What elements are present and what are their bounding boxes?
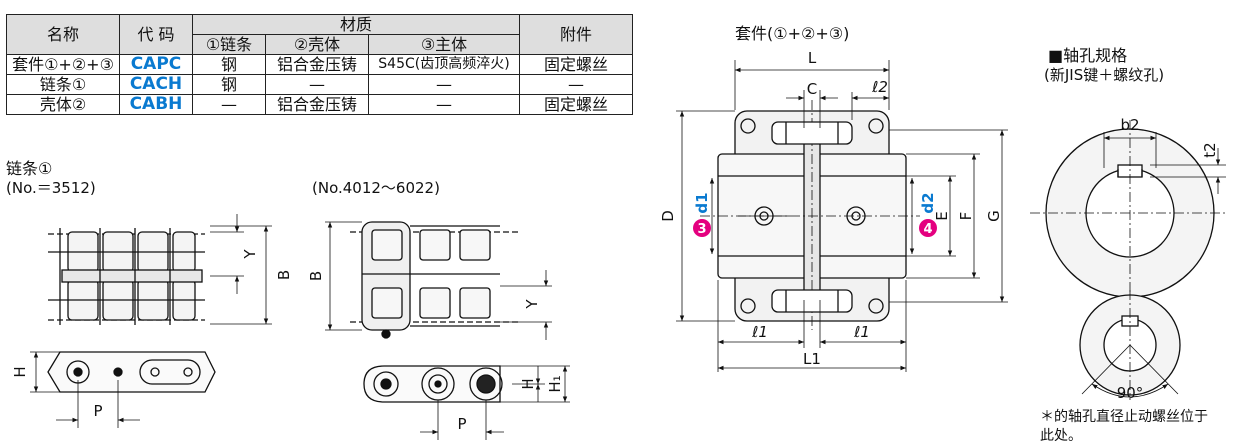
dim-bore-t2-label: t2	[1201, 142, 1219, 157]
mark-4-icon	[919, 219, 937, 237]
chain-sub-left: (No.＝3512)	[6, 179, 96, 197]
spec-table: 名称 代 码 材质 附件 ①链条 ②壳体 ③主体 套件①+②+③ CAPC 钢 …	[6, 14, 633, 115]
chain-sub-right: (No.4012～6022)	[312, 179, 440, 197]
dim-h1-label: H₁	[546, 375, 564, 392]
mark-4-label: 4	[923, 222, 932, 237]
dim-kit-l1a-label: ℓ1	[751, 323, 768, 341]
dim-kit-c-label: C	[807, 80, 817, 98]
kit-marks: 3 4	[693, 219, 937, 237]
dim-kit-d1-label: d1	[693, 192, 711, 213]
row-chain: 钢	[192, 54, 266, 75]
header-mat-chain: ①链条	[192, 34, 266, 55]
dim-b2-label: B	[307, 271, 325, 281]
dim-bore-angle-label: 90°	[1117, 384, 1144, 402]
mark-3-label: 3	[697, 222, 706, 237]
row-housing: 铝合金压铸	[265, 54, 369, 75]
row-code: CACH	[119, 74, 193, 95]
bore-subtitle: (新JIS键＋螺纹孔)	[1044, 66, 1165, 84]
row-name: 壳体②	[6, 94, 120, 115]
row-body: —	[368, 94, 520, 115]
row-accessory: 固定螺丝	[519, 94, 633, 115]
dim-p-label: P	[93, 402, 102, 420]
kit-title: 套件(①+②+③)	[735, 24, 850, 43]
dim-b-label: B	[275, 270, 293, 280]
header-accessory: 附件	[519, 14, 633, 55]
dim-kit-L1-label: L1	[803, 350, 821, 368]
row-chain: —	[192, 94, 266, 115]
header-name: 名称	[6, 14, 120, 55]
dim-kit-d2-label: d2	[919, 192, 937, 213]
row-name: 链条①	[6, 74, 120, 95]
header-mat-body: ③主体	[368, 34, 520, 55]
dim-h2-label: H	[519, 378, 537, 389]
row-housing: 铝合金压铸	[265, 94, 369, 115]
dim-kit-g-label: G	[985, 210, 1003, 222]
dim-kit-f-label: F	[957, 212, 975, 221]
chain-6022-top-view	[325, 221, 552, 340]
row-code: CABH	[119, 94, 193, 115]
mark-3-icon	[693, 219, 711, 237]
dim-p2-label: P	[457, 415, 466, 433]
table-header-row: 名称 代 码 材质 附件	[6, 14, 633, 55]
dim-bore-b2-label: b2	[1120, 116, 1139, 134]
dim-kit-e-label: E	[933, 211, 951, 220]
dim-y-label: Y	[241, 249, 259, 260]
bore-note-line2: 此处。	[1040, 428, 1082, 444]
chain-title: 链条①	[6, 159, 53, 178]
bore-title: ■轴孔规格	[1048, 46, 1128, 65]
dim-kit-l1b-label: ℓ1	[853, 323, 870, 341]
coupling-kit-view	[676, 60, 1008, 372]
row-code: CAPC	[119, 54, 193, 75]
dim-y2-label: Y	[523, 299, 541, 310]
chain-3512-top-view	[48, 214, 272, 325]
header-mat-housing: ②壳体	[265, 34, 369, 55]
dim-kit-d-label: D	[659, 210, 677, 222]
dim-kit-l-label: L	[808, 49, 817, 67]
dim-kit-l2-label: ℓ2	[871, 78, 888, 96]
header-code: 代 码	[119, 14, 193, 55]
bore-spec-view	[1030, 120, 1228, 400]
bore-note-line1: ＊的轴孔直径止动螺丝位于	[1040, 409, 1208, 425]
chain-6022-side-view	[363, 365, 570, 440]
dim-h-label: H	[11, 366, 29, 377]
chain-3512-side-view	[30, 351, 216, 428]
table-row: 壳体② CABH — 铝合金压铸 — 固定螺丝	[6, 94, 633, 115]
